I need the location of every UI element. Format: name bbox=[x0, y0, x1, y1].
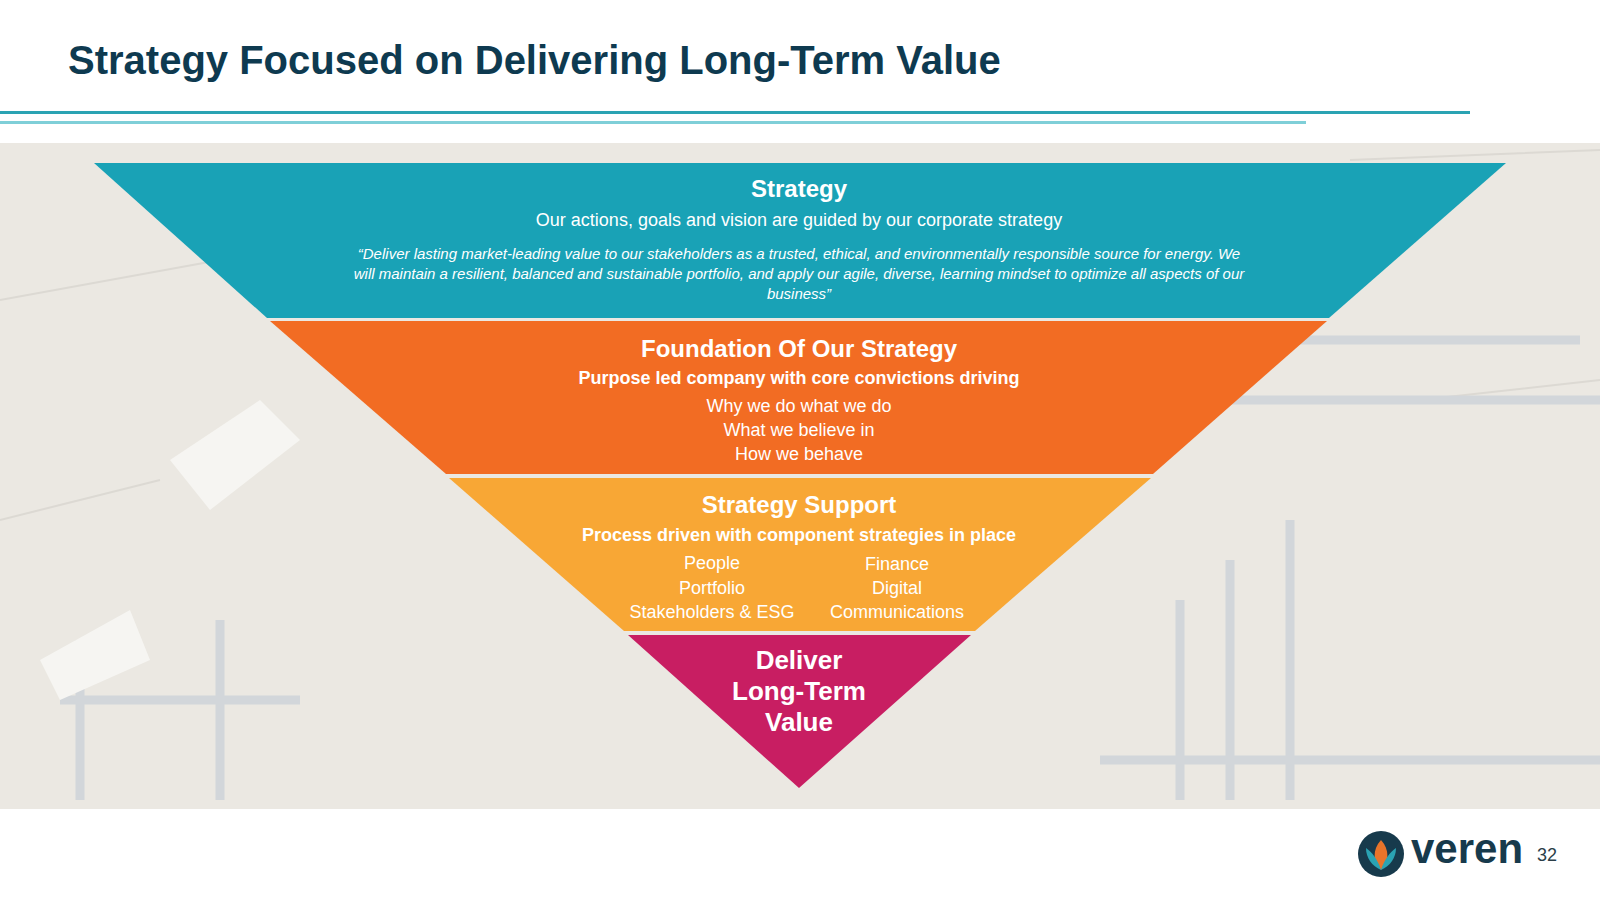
band-text: “Deliver lasting market-leading value to… bbox=[349, 244, 1249, 304]
band-text: Communications bbox=[812, 601, 982, 623]
company-logo bbox=[1358, 831, 1404, 877]
band-heading: Deliver Long-Term Value bbox=[724, 645, 874, 738]
band-text: Why we do what we do bbox=[599, 395, 999, 417]
title-rule bbox=[0, 111, 1470, 114]
band-text: Finance bbox=[812, 553, 982, 575]
strategy-band: StrategyOur actions, goals and vision ar… bbox=[94, 163, 1506, 318]
foundation-band: Foundation Of Our StrategyPurpose led co… bbox=[270, 321, 1327, 474]
band-text: Portfolio bbox=[617, 577, 807, 599]
band-fill bbox=[628, 635, 971, 788]
band-heading: Strategy Support bbox=[549, 491, 1049, 519]
photo-ground bbox=[0, 143, 1600, 809]
page-number: 32 bbox=[1537, 846, 1557, 864]
pipe-lines bbox=[60, 340, 1600, 800]
company-logo-text: veren bbox=[1411, 828, 1523, 870]
photo-texture bbox=[0, 150, 1600, 520]
title-rule bbox=[0, 121, 1306, 124]
band-text: How we behave bbox=[599, 443, 999, 465]
band-text: Stakeholders & ESG bbox=[617, 601, 807, 623]
photo-skids bbox=[40, 400, 300, 700]
band-heading: Foundation Of Our Strategy bbox=[499, 335, 1099, 363]
band-text: People bbox=[617, 552, 807, 574]
band-text: Our actions, goals and vision are guided… bbox=[349, 209, 1249, 231]
band-fill bbox=[449, 478, 1151, 631]
band-text: What we believe in bbox=[599, 419, 999, 441]
band-text: Digital bbox=[812, 577, 982, 599]
value-apex: Deliver Long-Term Value bbox=[628, 635, 971, 788]
band-fill bbox=[94, 163, 1506, 318]
band-heading: Strategy bbox=[499, 175, 1099, 203]
support-band: Strategy SupportProcess driven with comp… bbox=[449, 478, 1151, 631]
band-fill bbox=[270, 321, 1327, 474]
slide-title: Strategy Focused on Delivering Long-Term… bbox=[68, 38, 1001, 83]
band-text: Process driven with component strategies… bbox=[479, 524, 1119, 546]
band-text: Purpose led company with core conviction… bbox=[449, 367, 1149, 389]
